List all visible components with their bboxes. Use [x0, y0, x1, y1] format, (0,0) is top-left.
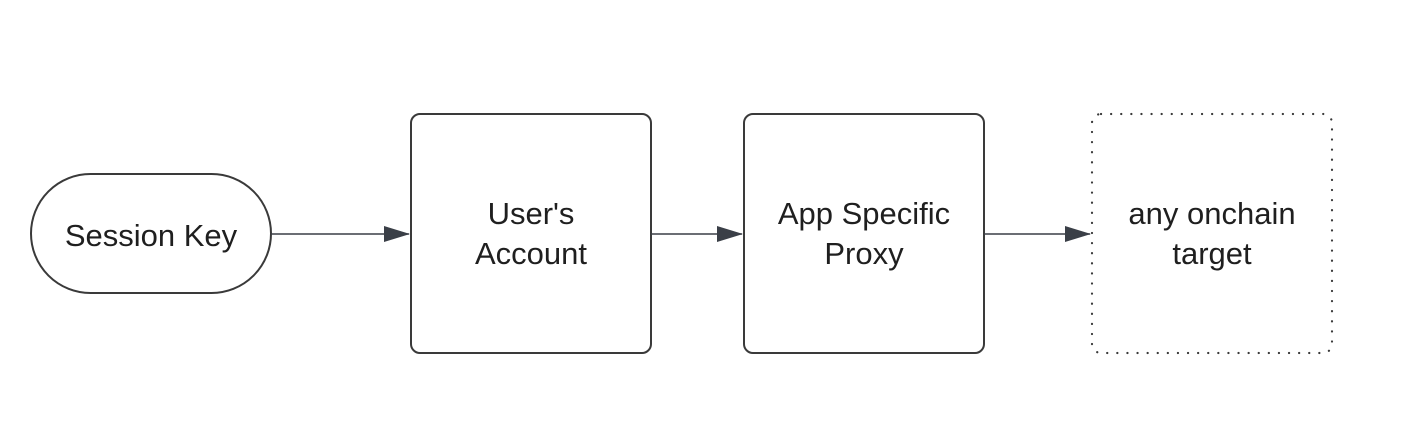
- users-account-label-line1: User's: [488, 196, 575, 231]
- onchain-target-node: any onchain target: [1090, 112, 1334, 355]
- app-proxy-shape: [743, 113, 985, 354]
- users-account-node: User's Account: [410, 113, 652, 354]
- users-account-label-line2: Account: [475, 236, 587, 271]
- onchain-target-label-line1: any onchain: [1128, 196, 1295, 231]
- session-key-node: Session Key: [30, 173, 272, 294]
- session-key-label: Session Key: [65, 218, 238, 253]
- users-account-shape: [410, 113, 652, 354]
- app-proxy-label-line1: App Specific: [778, 196, 950, 231]
- onchain-target-shape: [1090, 112, 1334, 355]
- app-proxy-label-line2: Proxy: [824, 236, 904, 271]
- app-proxy-node: App Specific Proxy: [743, 113, 985, 354]
- onchain-target-label-line2: target: [1172, 236, 1252, 271]
